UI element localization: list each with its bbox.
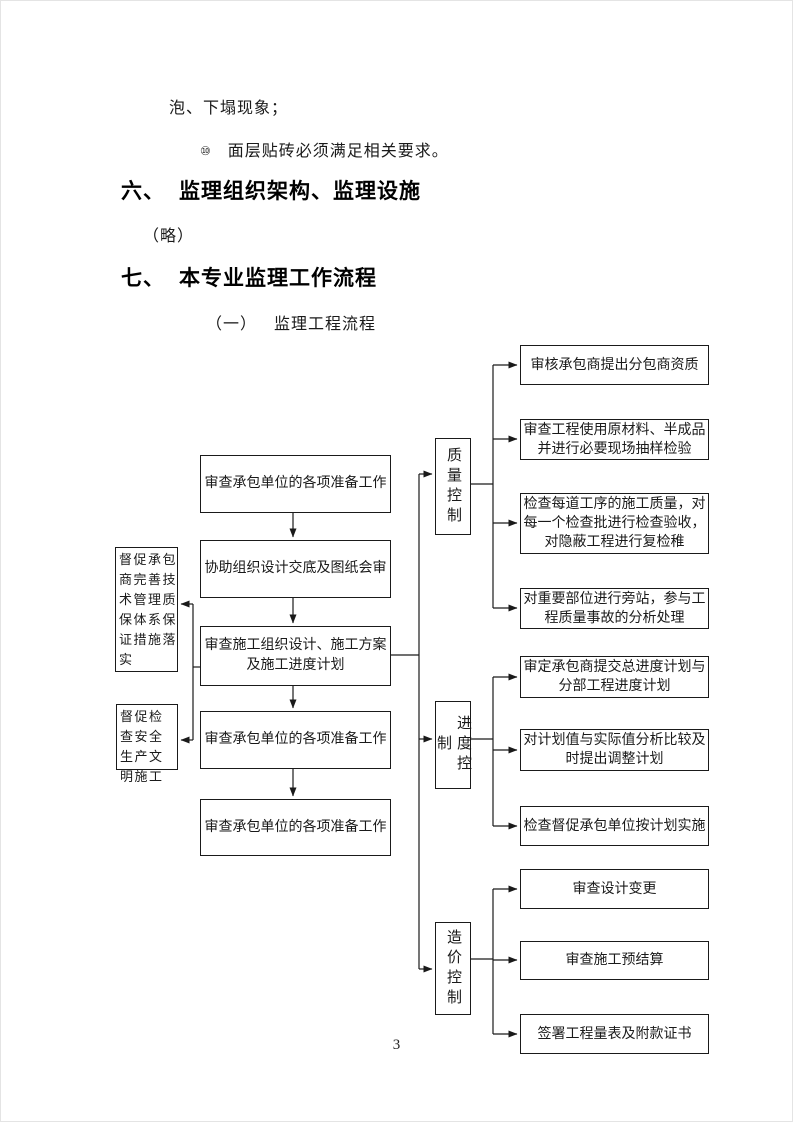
subsection-number: （一） — [206, 316, 258, 333]
cost-task-payment-certificate: 签署工程量表及附款证书 — [520, 1014, 709, 1054]
schedule-task-supervise: 检查督促承包单位按计划实施 — [520, 806, 709, 846]
heading-title: 本专业监理工作流程 — [179, 267, 377, 290]
side-box-safety-civilized: 督促检查安全生产文明施工 — [116, 704, 178, 784]
control-box-quality: 质量控制 — [435, 438, 471, 535]
numbered-item-text: 面层贴砖必须满足相关要求。 — [227, 143, 449, 160]
flow-box-construction-plan: 审查施工组织设计、施工方案及施工进度计划 — [200, 626, 391, 686]
numbered-item: ⑩ 面层贴砖必须满足相关要求。 — [200, 137, 449, 161]
control-box-cost: 造价控制 — [435, 922, 471, 1015]
quality-task-materials: 审查工程使用原材料、半成品并进行必要现场抽样检验 — [520, 419, 709, 460]
subsection-text: 监理工程流程 — [274, 316, 377, 333]
flow-box-prepare-work-2: 审查承包单位的各项准备工作 — [200, 711, 391, 769]
circled-number-marker: ⑩ — [200, 144, 212, 158]
cost-task-budget-review: 审查施工预结算 — [520, 941, 709, 980]
section-heading-6: 六、监理组织架构、监理设施 — [121, 175, 421, 205]
side-box-quality-system: 督促承包商完善技术管理质保体系保证措施落实 — [115, 547, 178, 672]
quality-task-witness: 对重要部位进行旁站，参与工程质量事故的分析处理 — [520, 588, 709, 629]
omitted-note: （略） — [143, 228, 195, 245]
heading-title: 监理组织架构、监理设施 — [179, 180, 421, 203]
cost-task-design-change: 审查设计变更 — [520, 869, 709, 909]
quality-task-process-inspection: 检查每道工序的施工质量，对每一个检查批进行检查验收，对隐蔽工程进行复检稚 — [520, 493, 709, 554]
flow-box-prepare-work-3: 审查承包单位的各项准备工作 — [200, 799, 391, 856]
paragraph-continuation: 泡、下塌现象； — [169, 100, 289, 117]
heading-number: 六、 — [121, 180, 165, 203]
flow-box-design-briefing: 协助组织设计交底及图纸会审 — [200, 540, 391, 598]
schedule-task-compare-adjust: 对计划值与实际值分析比较及时提出调整计划 — [520, 729, 709, 771]
quality-task-subcontractor: 审核承包商提出分包商资质 — [520, 345, 709, 385]
section-heading-7: 七、本专业监理工作流程 — [121, 262, 377, 292]
control-box-schedule: 进度控制 — [435, 701, 471, 789]
schedule-task-plan-review: 审定承包商提交总进度计划与分部工程进度计划 — [520, 656, 709, 698]
page-number: 3 — [392, 1037, 401, 1053]
heading-number: 七、 — [121, 267, 165, 290]
flow-box-prepare-work-1: 审查承包单位的各项准备工作 — [200, 455, 391, 513]
subsection-title: （一） 监理工程流程 — [206, 310, 376, 334]
